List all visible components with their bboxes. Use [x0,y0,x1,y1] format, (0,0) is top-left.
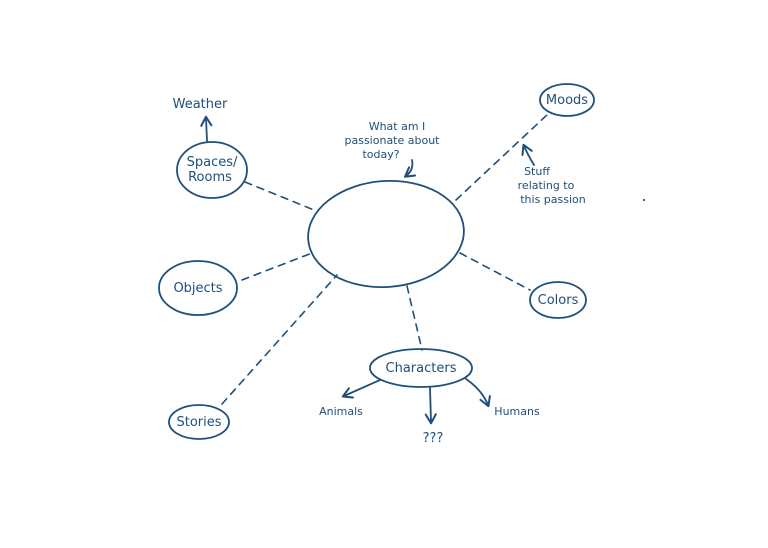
node-moods-label: Moods [546,93,588,108]
node-spaces-rooms-ellipse [176,141,248,199]
node-characters: Characters [369,348,473,388]
connector-moods [455,113,549,201]
center-prompt: What am I passionate about today? [345,120,441,161]
node-spaces-label-line-2: Rooms [188,170,232,185]
label-weather: Weather [173,97,228,112]
stuff-note-line-1: Stuff [524,165,550,178]
humans-arrow [465,378,491,408]
connector-stories [221,274,338,405]
node-stories-label: Stories [176,415,221,430]
stray-pen-mark [642,198,646,202]
unknown-arrow [424,387,437,425]
node-characters-ellipse [369,348,473,388]
node-objects: Objects [158,260,238,316]
connector-characters [406,285,423,351]
animals-arrow [341,379,381,399]
node-characters-label: Characters [386,361,457,376]
node-objects-ellipse [158,260,238,316]
node-stories-ellipse [168,404,230,440]
stuff-note: Stuff relating to this passion [518,165,586,206]
connector-colors [459,252,531,291]
center-prompt-line-2: passionate about [345,134,441,147]
label-animals: Animals [319,405,363,418]
center-prompt-line-3: today? [362,148,399,161]
node-moods: Moods [539,83,595,117]
connector-objects [241,252,313,281]
node-objects-label: Objects [173,281,222,296]
central-topic-ellipse [307,179,465,289]
node-colors: Colors [529,281,587,319]
node-colors-ellipse [529,281,587,319]
stuff-note-line-3: this passion [520,193,586,206]
center-prompt-arrow [403,159,417,178]
stuff-note-line-2: relating to [518,179,575,192]
stuff-note-arrow [521,143,535,166]
node-colors-label: Colors [538,293,579,308]
label-humans: Humans [494,405,540,418]
node-moods-ellipse [539,83,595,117]
node-stories: Stories [168,404,230,440]
connector-spaces [244,181,315,211]
node-spaces-label-line-1: Spaces/ [187,155,238,170]
weather-arrow [200,115,213,142]
label-unknown: ??? [423,431,444,446]
center-prompt-line-1: What am I [369,120,426,133]
node-spaces-rooms: Spaces/ Rooms [176,141,248,199]
